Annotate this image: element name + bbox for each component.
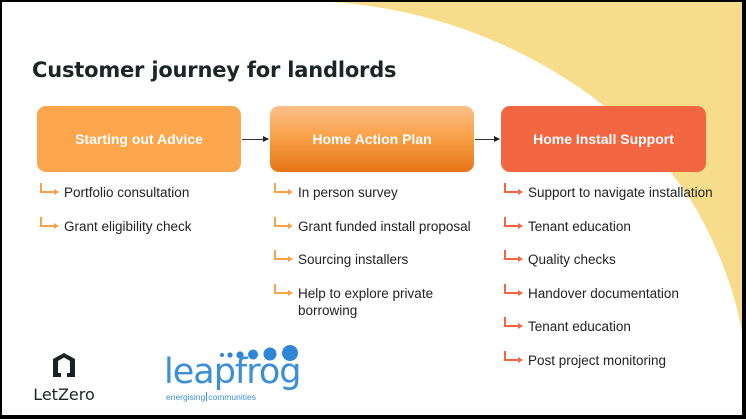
elbow-arrow-icon: [504, 216, 523, 229]
elbow-arrow-icon: [504, 183, 523, 195]
elbow-arrow-icon: [40, 183, 59, 195]
letzero-logo: LetZero: [24, 352, 104, 404]
elbow-arrow-icon: [274, 183, 293, 195]
list-item: Tenant education: [502, 317, 713, 335]
elbow-arrow-icon: [274, 283, 293, 296]
list-item: Tenant education: [502, 216, 713, 235]
elbow-arrow-icon: [274, 216, 293, 229]
connector-arrow-icon: [475, 136, 500, 142]
stage-1-list: Portfolio consultation Grant eligibility…: [38, 183, 192, 251]
list-item: Support to navigate installation: [502, 183, 713, 201]
stage-home-action-plan: Home Action Plan: [270, 106, 474, 172]
house-outline-icon: [53, 353, 75, 377]
list-item: Grant eligibility check: [38, 216, 192, 235]
list-item: Quality checks: [502, 250, 713, 268]
elbow-arrow-icon: [504, 317, 523, 329]
list-item: Help to explore private borrowing: [272, 283, 468, 319]
stage-2-list: In person survey Grant funded install pr…: [272, 183, 471, 335]
elbow-arrow-icon: [504, 350, 523, 363]
letzero-text: LetZero: [33, 385, 95, 404]
list-item: Grant funded install proposal: [272, 216, 471, 235]
list-item: Post project monitoring: [502, 350, 713, 369]
list-item: Sourcing installers: [272, 250, 471, 268]
stage-home-install-support: Home Install Support: [501, 106, 706, 172]
stage-3-list: Support to navigate installation Tenant …: [502, 183, 713, 385]
elbow-arrow-icon: [274, 250, 293, 262]
list-item: Portfolio consultation: [38, 183, 192, 201]
elbow-arrow-icon: [504, 283, 523, 296]
dots-icon: [220, 345, 298, 361]
list-item: In person survey: [272, 183, 471, 201]
connector-arrow-icon: [242, 136, 269, 142]
elbow-arrow-icon: [504, 250, 523, 262]
page-title: Customer journey for landlords: [32, 58, 397, 82]
background-wave: [332, 2, 742, 332]
stage-starting-out-advice: Starting out Advice: [37, 106, 241, 172]
slide: Customer journey for landlords Starting …: [2, 2, 742, 415]
leapfrog-text: leapfrog: [164, 352, 301, 392]
elbow-arrow-icon: [40, 216, 59, 229]
list-item: Handover documentation: [502, 283, 713, 302]
